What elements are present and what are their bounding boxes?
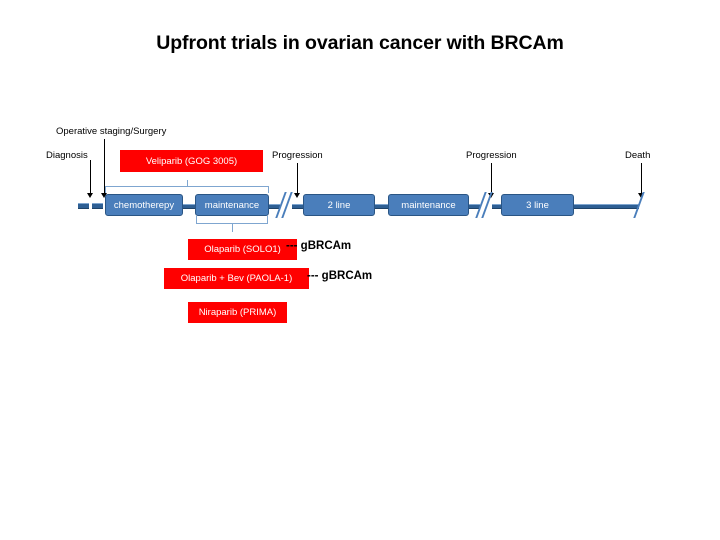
arrow-operative-staging-icon: [100, 139, 109, 198]
timeline-box-label: 2 line: [327, 199, 351, 211]
timeline-box-third-line[interactable]: 3 line: [501, 194, 574, 216]
trial-note-solo1: --- gBRCAm: [286, 240, 352, 252]
timeline-connector-secondline-maintenance2: [374, 203, 389, 209]
bracket-solo1-stem: [232, 223, 233, 232]
label-operative-staging: Operative staging/Surgery: [56, 126, 167, 137]
label-death: Death: [625, 150, 651, 161]
label-progression-2: Progression: [466, 150, 517, 161]
timeline-box-chemotherapy[interactable]: chemotherepy: [105, 194, 183, 216]
timeline-end-mark-icon: [633, 192, 646, 218]
trial-box-label: Olaparib (SOLO1): [204, 244, 281, 255]
timeline-box-label: 3 line: [526, 199, 549, 211]
trial-box-label: Olaparib + Bev (PAOLA-1): [180, 273, 293, 284]
timeline-connector-chemo-maintenance: [182, 203, 196, 209]
timeline-box-maintenance-2[interactable]: maintenance: [388, 194, 469, 216]
page-title: Upfront trials in ovarian cancer with BR…: [156, 32, 564, 54]
timeline-box-label: maintenance: [401, 199, 456, 211]
timeline-connector-start-a: [78, 203, 89, 209]
trial-box-niraparib-prima[interactable]: Niraparib (PRIMA): [188, 302, 287, 323]
timeline-connector-thirdline-end: [573, 203, 639, 209]
timeline-box-maintenance-1[interactable]: maintenance: [195, 194, 269, 216]
trial-box-label: Niraparib (PRIMA): [198, 307, 277, 318]
arrow-progression-1-icon: [293, 163, 302, 198]
bracket-veliparib-stem: [187, 180, 188, 187]
timeline-break-mark-2-icon: [475, 192, 494, 218]
timeline-connector-break1-secondline: [292, 203, 304, 209]
timeline-connector-maintenance-break1: [268, 203, 280, 209]
trial-box-olaparib-bev-paola1[interactable]: Olaparib + Bev (PAOLA-1): [164, 268, 309, 289]
timeline-connector-start-b: [92, 203, 103, 209]
label-progression-1: Progression: [272, 150, 323, 161]
timeline-connector-maintenance2-break2: [468, 203, 480, 209]
trial-box-veliparib[interactable]: Veliparib (GOG 3005): [120, 150, 263, 172]
arrow-diagnosis-icon: [86, 160, 95, 198]
timeline-box-label: maintenance: [204, 199, 260, 211]
timeline-box-label: chemotherepy: [113, 199, 175, 211]
label-diagnosis: Diagnosis: [46, 150, 88, 161]
trial-note-paola1: --- gBRCAm: [307, 270, 373, 282]
trial-box-olaparib-solo1[interactable]: Olaparib (SOLO1): [188, 239, 297, 260]
timeline-box-second-line[interactable]: 2 line: [303, 194, 375, 216]
timeline-connector-break2-thirdline: [492, 203, 502, 209]
trial-box-label: Veliparib (GOG 3005): [145, 155, 238, 167]
timeline-break-mark-1-icon: [275, 192, 294, 218]
bracket-veliparib-span: [105, 186, 269, 193]
